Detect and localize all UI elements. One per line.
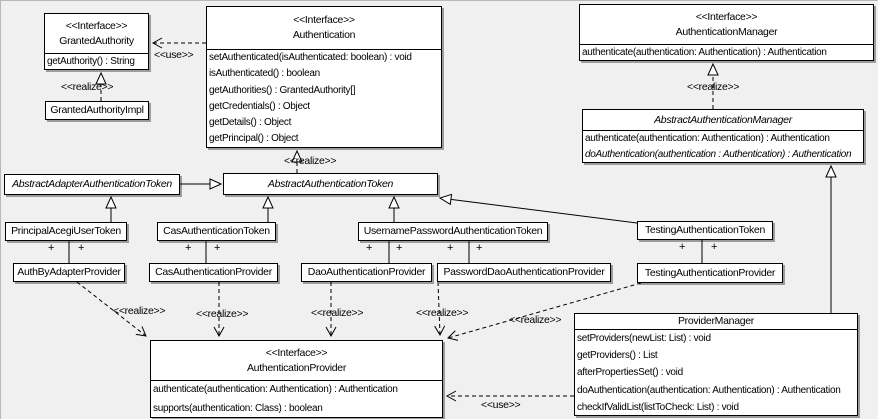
realize-label: <<realize>> xyxy=(196,308,249,320)
class-provider-manager[interactable]: ProviderManager setProviders(newList: Li… xyxy=(574,313,858,416)
association-end-plus: + xyxy=(396,242,403,254)
association-end-plus: + xyxy=(48,242,55,254)
class-name: UsernamePasswordAuthenticationToken xyxy=(363,225,543,237)
realize-label: <<realize>> xyxy=(509,314,562,326)
realize-label: <<realize>> xyxy=(416,307,469,319)
methods-compartment: getAuthority() : String xyxy=(45,53,148,69)
class-name: AbstractAuthenticationManager xyxy=(654,113,792,126)
class-name: TestingAuthenticationProvider xyxy=(644,266,776,279)
methods-compartment: authenticate(authentication: Authenticat… xyxy=(580,44,873,60)
class-authentication-provider[interactable]: <<Interface>> AuthenticationProvider aut… xyxy=(150,340,443,418)
class-header: <<Interface>> GrantedAuthority xyxy=(45,14,148,53)
class-name: GrantedAuthority xyxy=(59,34,134,47)
class-name: CasAuthenticationToken xyxy=(163,225,270,237)
class-abstract-adapter-authentication-token[interactable]: AbstractAdapterAuthenticationToken xyxy=(4,174,180,195)
class-principal-acegi-user-token[interactable]: PrincipalAcegiUserToken xyxy=(5,222,127,241)
class-dao-authentication-provider[interactable]: DaoAuthenticationProvider xyxy=(301,263,432,282)
class-authentication[interactable]: <<Interface>> Authentication setAuthenti… xyxy=(206,6,442,148)
class-username-password-authentication-token[interactable]: UsernamePasswordAuthenticationToken xyxy=(358,222,548,241)
method: authenticate(authentication: Authenticat… xyxy=(582,47,827,58)
class-name: CasAuthenticationProvider xyxy=(155,266,272,278)
generalization-testing-token xyxy=(438,193,638,224)
association-end-plus: + xyxy=(366,242,373,254)
class-testing-authentication-token[interactable]: TestingAuthenticationToken xyxy=(637,221,773,240)
stereotype-label: <<Interface>> xyxy=(65,19,128,32)
methods-compartment: authenticate(authentication: Authenticat… xyxy=(151,380,442,417)
association-end-plus: + xyxy=(185,242,192,254)
method: getPrincipal() : Object xyxy=(209,133,299,145)
association-end-plus: + xyxy=(679,241,686,253)
realize-label: <<realize>> xyxy=(61,81,114,93)
class-name: PrincipalAcegiUserToken xyxy=(11,225,121,237)
method: getAuthorities() : GrantedAuthority[] xyxy=(209,84,356,96)
method-abstract: doAuthentication(authentication : Authen… xyxy=(585,149,852,160)
method: doAuthentication(authentication: Authent… xyxy=(577,384,841,396)
class-name: AuthenticationProvider xyxy=(246,361,347,374)
method: setAuthenticated(isAuthenticated: boolea… xyxy=(209,52,412,63)
association-end-plus: + xyxy=(711,241,718,253)
method: getDetails() : Object xyxy=(209,117,292,129)
class-name: AbstractAuthenticationToken xyxy=(267,177,394,190)
class-header: GrantedAuthorityImpl xyxy=(46,102,148,119)
class-auth-by-adapter-provider[interactable]: AuthByAdapterProvider xyxy=(13,263,125,282)
realize-label: <<realize>> xyxy=(311,307,364,319)
method: supports(authentication: Class) : boolea… xyxy=(153,402,323,414)
association-end-plus: + xyxy=(78,242,85,254)
class-header: ProviderManager xyxy=(575,314,857,329)
association-end-plus: + xyxy=(214,242,221,254)
realize-label: <<realize>> xyxy=(284,155,337,167)
class-testing-authentication-provider[interactable]: TestingAuthenticationProvider xyxy=(637,263,783,283)
stereotype-label: <<Interface>> xyxy=(695,10,758,23)
use-label: <<use>> xyxy=(154,49,194,61)
method: checkIfValidList(listToCheck: List) : vo… xyxy=(577,401,739,413)
class-name: AbstractAdapterAuthenticationToken xyxy=(12,178,172,190)
method: getCredentials() : Object xyxy=(209,100,310,112)
class-cas-authentication-provider[interactable]: CasAuthenticationProvider xyxy=(149,263,278,282)
class-header: <<Interface>> AuthenticationManager xyxy=(580,5,873,44)
class-authentication-manager[interactable]: <<Interface>> AuthenticationManager auth… xyxy=(579,4,874,61)
class-abstract-authentication-manager[interactable]: AbstractAuthenticationManager authentica… xyxy=(582,109,864,163)
methods-compartment: authenticate(authentication: Authenticat… xyxy=(583,130,863,162)
class-name: GrantedAuthorityImpl xyxy=(50,104,144,116)
class-header: <<Interface>> Authentication xyxy=(207,7,441,49)
class-header: <<Interface>> AuthenticationProvider xyxy=(151,341,442,380)
class-name: TestingAuthenticationToken xyxy=(644,224,766,236)
class-name: DaoAuthenticationProvider xyxy=(307,266,426,278)
class-name: ProviderManager xyxy=(677,315,755,327)
methods-compartment: setProviders(newList: List) : void getPr… xyxy=(575,329,857,415)
method: authenticate(authentication: Authenticat… xyxy=(153,384,398,395)
class-granted-authority[interactable]: <<Interface>> GrantedAuthority getAuthor… xyxy=(44,13,149,70)
class-header: AbstractAdapterAuthenticationToken xyxy=(5,175,179,194)
class-header: AbstractAuthenticationToken xyxy=(224,174,437,194)
association-end-plus: + xyxy=(447,242,454,254)
stereotype-label: <<Interface>> xyxy=(265,346,328,359)
class-name: AuthByAdapterProvider xyxy=(17,266,121,278)
class-abstract-authentication-token[interactable]: AbstractAuthenticationToken xyxy=(223,173,438,195)
methods-compartment: setAuthenticated(isAuthenticated: boolea… xyxy=(207,49,441,147)
class-name: PasswordDaoAuthenticationProvider xyxy=(443,266,605,278)
association-end-plus: + xyxy=(476,242,483,254)
class-cas-authentication-token[interactable]: CasAuthenticationToken xyxy=(157,222,276,241)
method: afterPropertiesSet() : void xyxy=(577,367,683,379)
class-password-dao-authentication-provider[interactable]: PasswordDaoAuthenticationProvider xyxy=(437,263,611,282)
method: isAuthenticated() : boolean xyxy=(209,68,320,80)
stereotype-label: <<Interface>> xyxy=(293,14,355,26)
class-header: AbstractAuthenticationManager xyxy=(583,110,863,130)
method: getProviders() : List xyxy=(577,350,658,362)
method: authenticate(authentication: Authenticat… xyxy=(585,133,830,144)
realize-label: <<realize>> xyxy=(113,305,166,317)
method: setProviders(newList: List) : void xyxy=(577,333,711,344)
class-name: Authentication xyxy=(292,29,356,41)
class-granted-authority-impl[interactable]: GrantedAuthorityImpl xyxy=(45,101,149,120)
realize-label: <<realize>> xyxy=(687,81,740,93)
method: getAuthority() : String xyxy=(47,56,135,67)
use-label: <<use>> xyxy=(481,399,521,411)
class-name: AuthenticationManager xyxy=(675,25,778,38)
